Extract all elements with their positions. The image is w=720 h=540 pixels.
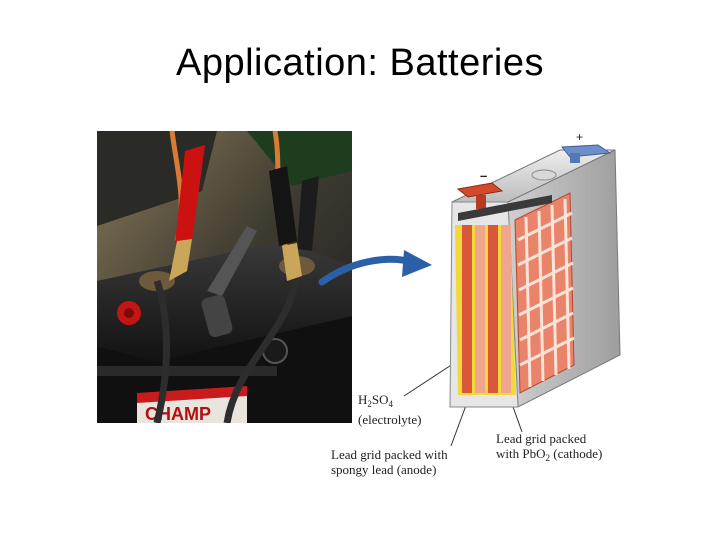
negative-terminal [456,182,504,198]
electrode-plates [462,225,511,393]
battery-photo: CHAMP [97,131,352,423]
battery-cutaway-diagram: + – [330,125,630,425]
electrolyte-label: H2SO4 (electrolyte) [358,392,422,427]
negative-sign: – [480,168,487,183]
positive-sign: + [576,130,583,144]
slide-title: Application: Batteries [176,42,544,84]
anode-label: Lead grid packed with spongy lead (anode… [331,447,448,477]
cathode-label: Lead grid packed with PbO2 (cathode) [496,431,603,463]
